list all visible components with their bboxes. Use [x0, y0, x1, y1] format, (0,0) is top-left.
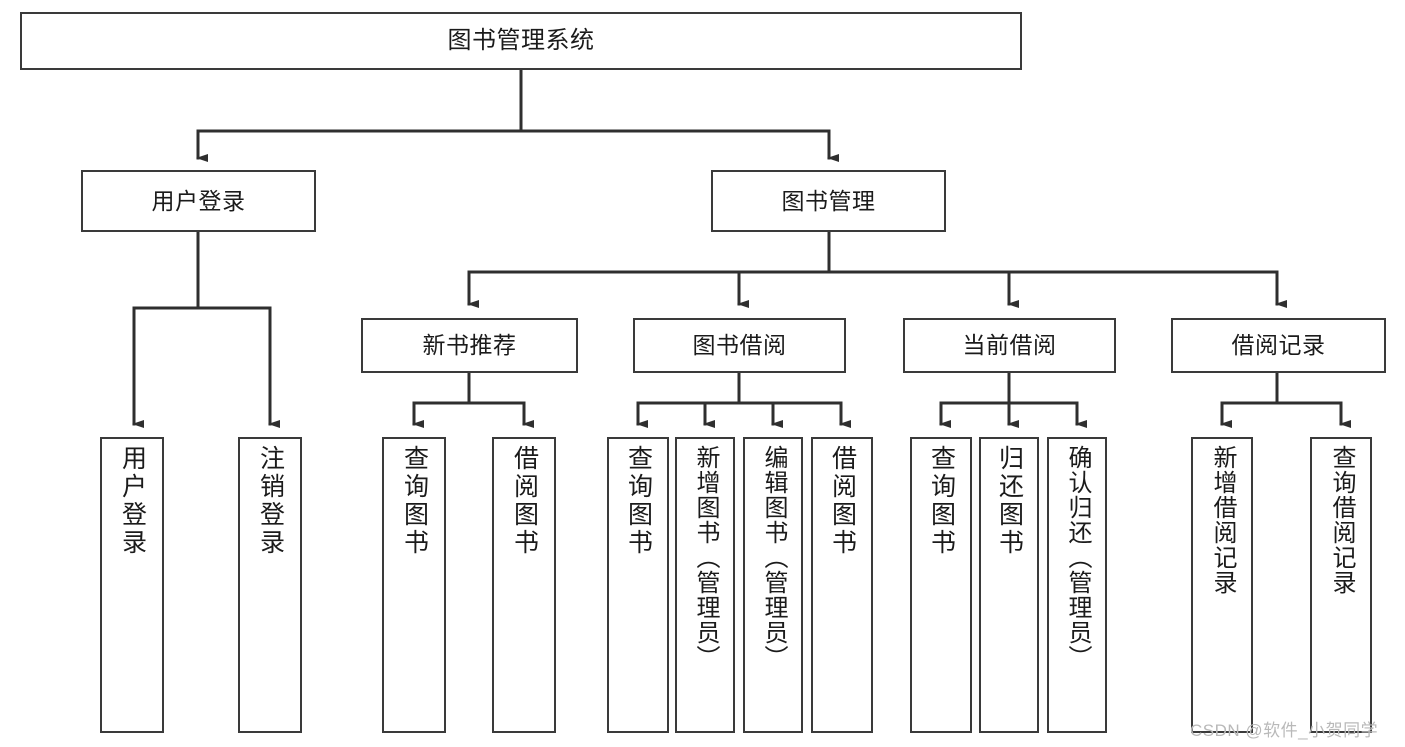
node-label: 确认归还（管理员）	[1064, 445, 1091, 670]
node-label: 用户登录	[151, 187, 246, 214]
node-label: 新书推荐	[422, 332, 517, 359]
node-label: 新增图书（管理员）	[692, 445, 719, 670]
node-label: 图书管理系统	[447, 27, 595, 55]
node-current-borrow[interactable]: 当前借阅	[903, 318, 1116, 373]
node-leaf-edit-book[interactable]: 编辑图书（管理员）	[743, 437, 803, 733]
node-label: 查询图书	[624, 445, 653, 557]
node-label: 借阅图书	[510, 445, 539, 557]
node-label: 当前借阅	[962, 332, 1057, 359]
node-leaf-borrow-book-2[interactable]: 借阅图书	[811, 437, 873, 733]
node-label: 新增借阅记录	[1209, 445, 1236, 595]
node-label: 归还图书	[995, 445, 1024, 557]
node-label: 借阅记录	[1231, 332, 1326, 359]
node-label: 查询借阅记录	[1328, 445, 1355, 595]
node-root-system[interactable]: 图书管理系统	[20, 12, 1022, 70]
node-label: 查询图书	[400, 445, 429, 557]
node-user-login[interactable]: 用户登录	[81, 170, 316, 232]
node-leaf-query-book-1[interactable]: 查询图书	[382, 437, 446, 733]
node-leaf-add-record[interactable]: 新增借阅记录	[1191, 437, 1253, 733]
node-leaf-confirm-return[interactable]: 确认归还（管理员）	[1047, 437, 1107, 733]
node-leaf-query-record[interactable]: 查询借阅记录	[1310, 437, 1372, 733]
node-label: 图书管理	[781, 187, 876, 214]
node-new-book-recommend[interactable]: 新书推荐	[361, 318, 578, 373]
node-leaf-borrow-book-1[interactable]: 借阅图书	[492, 437, 556, 733]
node-leaf-query-book-3[interactable]: 查询图书	[910, 437, 972, 733]
node-label: 编辑图书（管理员）	[760, 445, 787, 670]
node-borrow-record[interactable]: 借阅记录	[1171, 318, 1386, 373]
node-label: 查询图书	[927, 445, 956, 557]
node-label: 借阅图书	[828, 445, 857, 557]
watermark-credit: CSDN @软件_小贺同学	[1190, 721, 1379, 740]
node-label: 用户登录	[118, 445, 147, 557]
node-book-borrow[interactable]: 图书借阅	[633, 318, 846, 373]
node-label: 图书借阅	[692, 332, 787, 359]
node-leaf-query-book-2[interactable]: 查询图书	[607, 437, 669, 733]
node-leaf-add-book[interactable]: 新增图书（管理员）	[675, 437, 735, 733]
node-leaf-user-login[interactable]: 用户登录	[100, 437, 164, 733]
node-label: 注销登录	[256, 445, 285, 557]
node-book-manage[interactable]: 图书管理	[711, 170, 946, 232]
node-leaf-return-book[interactable]: 归还图书	[979, 437, 1039, 733]
node-leaf-user-logout[interactable]: 注销登录	[238, 437, 302, 733]
